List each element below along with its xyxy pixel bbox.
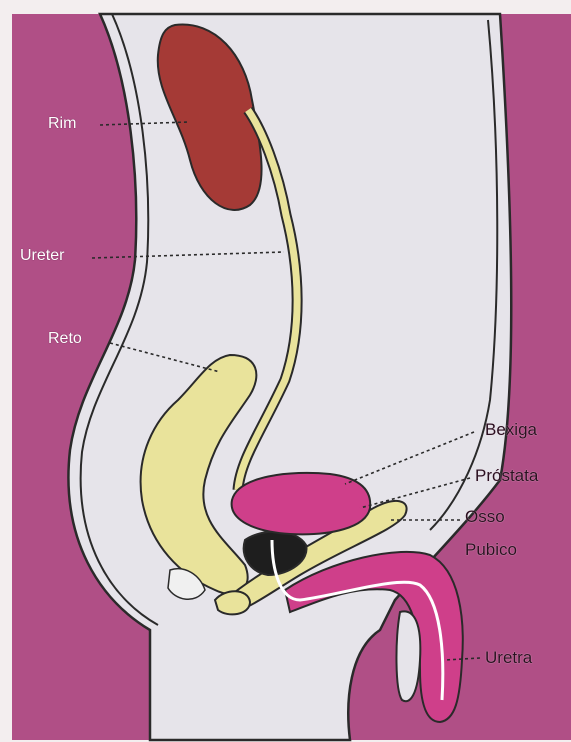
testis	[396, 611, 420, 701]
label-bexiga: Bexiga	[485, 420, 537, 440]
label-rim: Rim	[48, 115, 76, 133]
label-osso: Osso	[465, 507, 505, 527]
pubic-bone-end	[215, 591, 250, 614]
label-pubico: Pubico	[465, 540, 517, 560]
label-ureter: Ureter	[20, 247, 64, 265]
label-reto: Reto	[48, 330, 82, 348]
label-prostata: Próstata	[475, 466, 538, 486]
label-uretra: Uretra	[485, 648, 532, 668]
